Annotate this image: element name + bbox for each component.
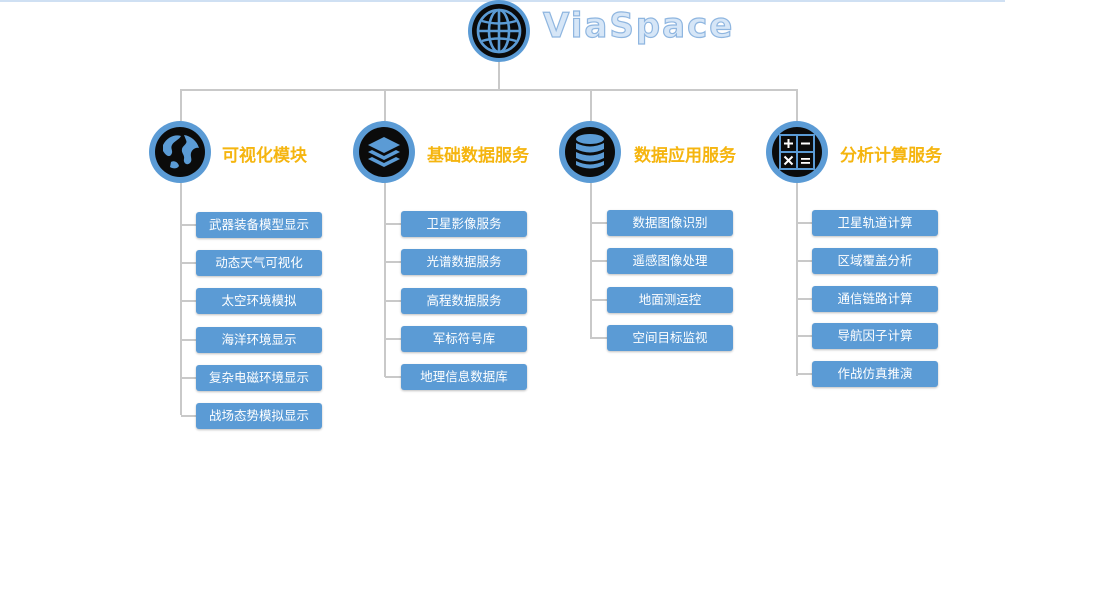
- branch-line: [181, 339, 196, 341]
- module-item: 作战仿真推演: [812, 361, 938, 387]
- drop-line-3: [590, 89, 592, 121]
- category-icon-data-application: [559, 121, 621, 183]
- branch-line: [385, 376, 401, 378]
- category-title-analysis: 分析计算服务: [840, 146, 942, 166]
- module-item: 高程数据服务: [401, 288, 527, 314]
- layers-icon: [367, 136, 400, 167]
- column-line-4: [796, 182, 798, 376]
- module-item: 卫星轨道计算: [812, 210, 938, 236]
- globe-icon: [476, 8, 522, 54]
- module-item: 地理信息数据库: [401, 364, 527, 390]
- category-icon-base-data: [353, 121, 415, 183]
- branch-line: [181, 262, 196, 264]
- category-title-visualization: 可视化模块: [222, 146, 307, 166]
- category-icon-analysis: [766, 121, 828, 183]
- module-item: 区域覆盖分析: [812, 248, 938, 274]
- branch-line: [385, 300, 401, 302]
- branch-line: [181, 377, 196, 379]
- calculator-icon: [778, 133, 815, 170]
- module-item: 太空环境模拟: [196, 288, 322, 314]
- branch-line: [181, 415, 196, 417]
- module-item: 通信链路计算: [812, 286, 938, 312]
- main-globe-logo: [468, 0, 530, 62]
- drop-line-1: [180, 89, 182, 121]
- trunk-line: [498, 60, 500, 90]
- module-item: 武器装备模型显示: [196, 212, 322, 238]
- branch-line: [797, 335, 812, 337]
- branch-line: [591, 222, 607, 224]
- module-item: 导航因子计算: [812, 323, 938, 349]
- module-item: 动态天气可视化: [196, 250, 322, 276]
- module-item: 海洋环境显示: [196, 327, 322, 353]
- brand-name: ViaSpace: [542, 5, 735, 46]
- category-icon-visualization: [149, 121, 211, 183]
- branch-line: [385, 338, 401, 340]
- module-item: 军标符号库: [401, 326, 527, 352]
- module-item: 数据图像识别: [607, 210, 733, 236]
- module-item: 遥感图像处理: [607, 248, 733, 274]
- branch-line: [797, 373, 812, 375]
- column-line-2: [384, 182, 386, 377]
- branch-line: [181, 300, 196, 302]
- category-title-base-data: 基础数据服务: [427, 146, 529, 166]
- category-title-data-application: 数据应用服务: [634, 146, 736, 166]
- branch-line: [591, 337, 607, 339]
- branch-line: [797, 298, 812, 300]
- branch-line: [591, 299, 607, 301]
- module-item: 空间目标监视: [607, 325, 733, 351]
- branch-line: [591, 260, 607, 262]
- branch-line: [797, 222, 812, 224]
- branch-line: [385, 223, 401, 225]
- module-item: 地面测运控: [607, 287, 733, 313]
- module-item: 复杂电磁环境显示: [196, 365, 322, 391]
- drop-line-4: [796, 89, 798, 121]
- branch-line: [385, 261, 401, 263]
- branch-line: [181, 224, 196, 226]
- horizontal-bus-line: [180, 89, 798, 91]
- module-item: 光谱数据服务: [401, 249, 527, 275]
- database-icon: [575, 133, 604, 169]
- module-item: 战场态势模拟显示: [196, 403, 322, 429]
- module-item: 卫星影像服务: [401, 211, 527, 237]
- drop-line-2: [384, 89, 386, 121]
- earth-icon: [158, 130, 201, 173]
- branch-line: [797, 260, 812, 262]
- column-line-1: [180, 182, 182, 415]
